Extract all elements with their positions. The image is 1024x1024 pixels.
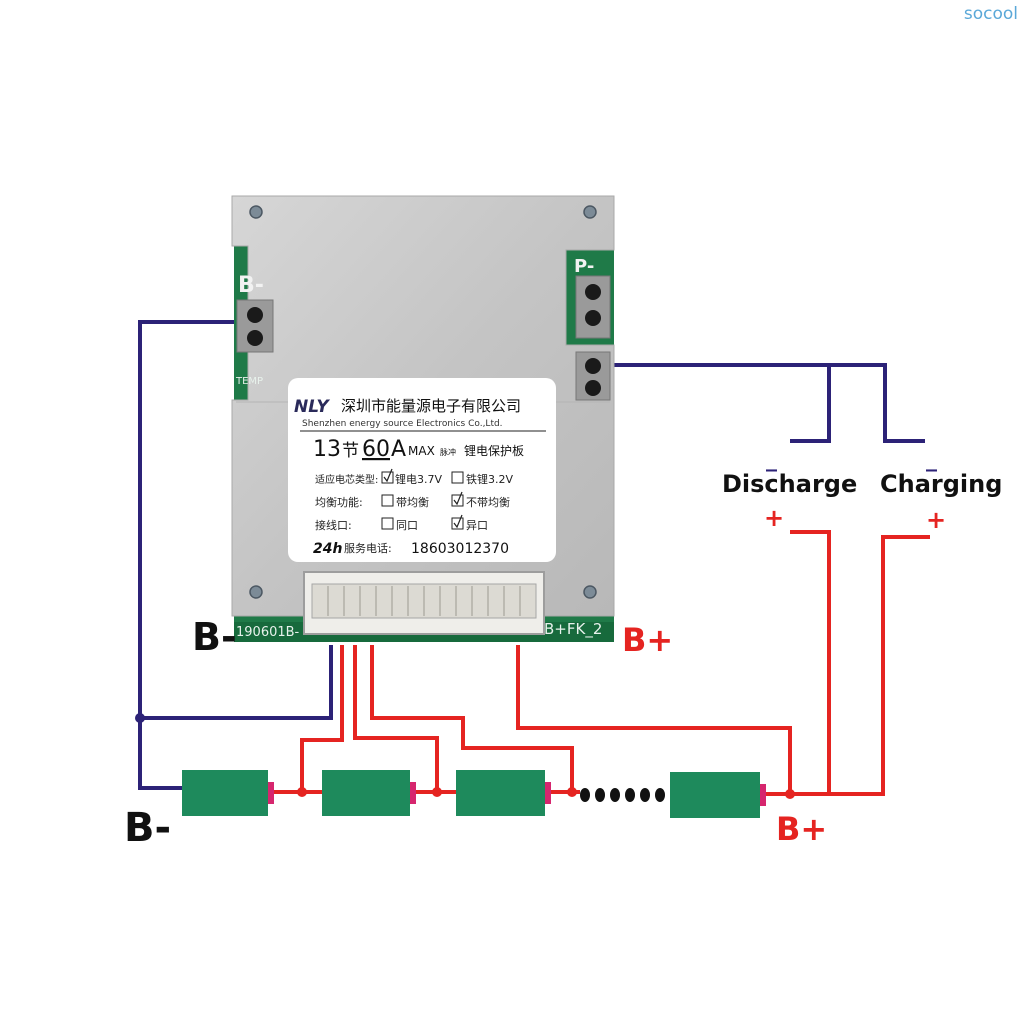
company-name-en: Shenzhen energy source Electronics Co.,L… <box>302 419 503 429</box>
bms-board: 190601B- B+FK_2 B- TEMP P- <box>231 195 615 642</box>
brand-logo: NLY <box>294 397 330 417</box>
spec-row1-opt1: 锂电3.7V <box>395 472 442 486</box>
battery-cell <box>322 770 416 816</box>
current-rating: 60 <box>362 437 390 462</box>
discharge-minus-sign: _ <box>766 447 777 472</box>
hotline-number: 18603012370 <box>411 541 509 557</box>
pcb-code-label: 190601B- <box>236 625 300 640</box>
max-label: MAX <box>408 444 435 458</box>
battery-cell <box>182 770 274 816</box>
b-minus-junction <box>135 713 145 723</box>
spec-row3-opt1: 同口 <box>396 519 418 532</box>
discharge-plus-sign: + <box>764 504 784 532</box>
product-label <box>288 378 556 562</box>
b-plus-label-top: B+ <box>622 621 673 659</box>
spec-row1-label: 适应电芯类型: <box>315 473 378 486</box>
wire-junctions <box>297 787 795 799</box>
b-minus-label-top: B- <box>192 615 237 659</box>
cell-count-unit: 节 <box>342 441 359 461</box>
charging-label: Charging <box>880 470 1002 498</box>
watermark: socool <box>963 4 1018 24</box>
balance-wire-3 <box>370 645 574 792</box>
balance-wire-1 <box>300 645 344 792</box>
current-unit: A <box>391 437 406 462</box>
hotline-prefix: 24h <box>313 541 342 557</box>
spec-row2-opt1: 带均衡 <box>396 496 429 509</box>
spec-row3-label: 接线口: <box>315 518 352 532</box>
b-plus-wire <box>516 645 792 794</box>
b-minus-label-bottom: B- <box>124 805 171 851</box>
series-ellipsis-dots <box>580 788 665 802</box>
charging-minus-sign: _ <box>926 447 937 472</box>
spec-row1-opt2: 铁锂3.2V <box>466 472 513 486</box>
battery-cell <box>670 772 766 818</box>
b-plus-label-bottom: B+ <box>776 810 827 848</box>
pcb-b-minus-label: B- <box>238 273 264 298</box>
battery-cells <box>182 770 766 818</box>
p-minus-wire <box>612 363 925 443</box>
b-minus-main-wire <box>138 320 245 790</box>
screw-holes <box>249 205 597 599</box>
spec-row2-label: 均衡功能: <box>315 495 363 509</box>
balance-wire-2 <box>353 645 439 792</box>
negative-wires <box>138 320 925 790</box>
spec-row3-opt2: 异口 <box>466 519 488 532</box>
discharge-plus-wire <box>790 530 831 794</box>
charging-plus-wire <box>790 535 930 796</box>
battery-cell <box>456 770 551 816</box>
company-name-cn: 深圳市能量源电子有限公司 <box>341 397 521 415</box>
discharge-minus-wire <box>790 365 831 443</box>
b-minus-sense-wire <box>140 645 333 720</box>
product-name: 锂电保护板 <box>464 443 524 458</box>
discharge-label: Discharge <box>722 470 857 498</box>
hotline-label: 服务电话: <box>344 542 392 555</box>
charging-plus-sign: + <box>926 506 946 534</box>
cell-count: 13 <box>313 437 341 462</box>
pcb-temp-label: TEMP <box>235 376 263 387</box>
max-sub-label: 脉冲 <box>440 447 456 457</box>
spec-row2-opt2: 不带均衡 <box>466 496 510 509</box>
pcb-fk-label: B+FK_2 <box>544 620 602 639</box>
pcb-p-minus-label: P- <box>574 256 594 277</box>
